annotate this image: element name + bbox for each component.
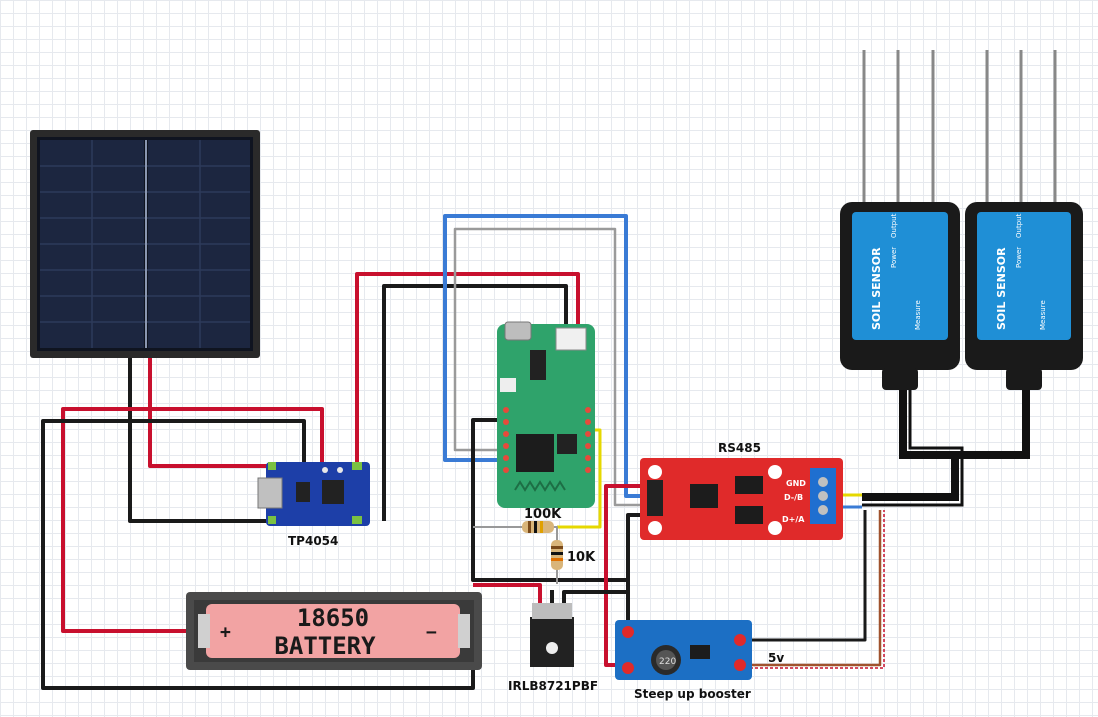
rs485-module: RS485 GND D-/B D+/A [640,441,843,540]
wire-battery-red [61,407,324,633]
tp4054-charger: TP4054 [257,462,370,548]
wire-mosfet-black2 [562,590,628,605]
wire-battery-black [41,419,475,690]
charger-label: TP4054 [288,534,338,548]
battery-plus: + [220,622,231,643]
sensor-1-output: Output [890,213,898,238]
battery-holder: + − 18650 BATTERY [186,592,482,670]
battery-text-1: 18650 [297,604,369,632]
wire-booster-out-red [740,510,885,669]
wire-solar-black [128,358,270,523]
battery-text-2: BATTERY [274,632,376,660]
wire-booster-out-black [740,510,867,642]
soil-sensor-1: SOIL SENSOR Power Output Measure [840,50,960,390]
resistor-100k-label: 100K [524,507,562,522]
booster-label: Steep up booster [634,687,751,701]
rs485-terminal-gnd: GND [786,479,806,488]
sensor-1-power: Power [890,247,898,268]
rs485-terminal-a: D+/A [782,515,805,524]
rs485-label: RS485 [718,441,761,455]
sensor-2-title: SOIL SENSOR [995,247,1008,330]
wire-grey [453,227,646,507]
sensor-2-output: Output [1015,213,1023,238]
wire-mcu-black [471,418,628,582]
sensor-1-title: SOIL SENSOR [870,247,883,330]
mosfet-label: IRLB8721PBF [508,679,598,693]
sensor-1-measure: Measure [914,300,922,330]
soil-sensor-2: SOIL SENSOR Power Output Measure [965,50,1083,390]
battery-minus: − [426,622,437,643]
rs485-terminal-b: D-/B [784,493,803,502]
wire-booster-out-brown [740,510,882,667]
solar-panel [30,130,260,358]
resistor-10k: 10K [551,540,596,570]
sensor-cable-bundle [862,390,1030,507]
resistor-100k: 100K [522,507,562,533]
resistor-10k-label: 10K [567,550,596,565]
wire-mosfet-red [473,583,542,605]
wire-charger-out-red [355,272,580,466]
sensor-2-power: Power [1015,247,1023,268]
sensor-2-measure: Measure [1039,300,1047,330]
mosfet: IRLB8721PBF [508,603,598,693]
wire-charger-out-black [382,284,568,521]
wire-solar-red [148,358,270,468]
wire-blue [443,214,646,498]
booster-chip: 220 [659,657,676,667]
booster-out-label: 5v [768,651,784,665]
wire-resistor-lead [473,526,558,584]
step-up-booster: 220 Steep up booster 5v [615,620,784,701]
mcu-board [497,321,595,508]
